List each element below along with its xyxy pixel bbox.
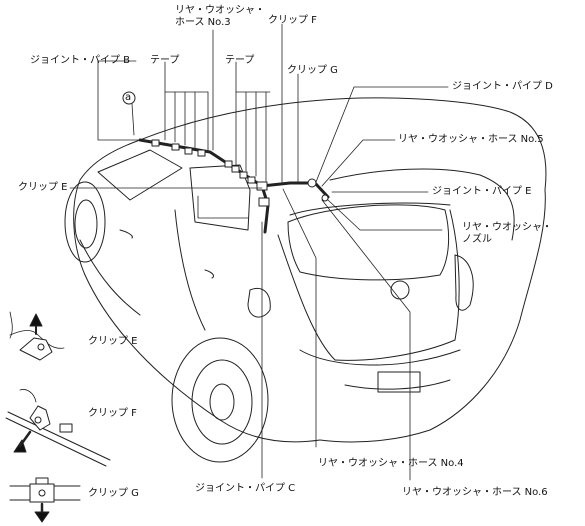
label-joint-pipe-c: ジョイント・パイプ C [195, 483, 296, 494]
rear-bumper [299, 349, 461, 390]
license-plate [377, 371, 421, 393]
label-inset-clip-f: クリップ F [88, 408, 137, 419]
hose-connectors [256, 178, 329, 207]
front-wheel [64, 181, 106, 263]
door-lines [79, 209, 215, 331]
label-tape-right: テープ [225, 55, 255, 66]
label-clip-f-top: クリップ F [268, 15, 317, 26]
label-rear-washer-hose-no5: リヤ・ウオッシャ・ホース No.5 [398, 134, 544, 145]
inset-clip-e [9, 311, 65, 361]
label-joint-pipe-b: ジョイント・パイプ B [30, 55, 131, 66]
label-clip-g-top: クリップ G [287, 65, 338, 76]
label-joint-pipe-d: ジョイント・パイプ D [452, 81, 553, 92]
inset-clip-f [5, 389, 111, 467]
callout-circle-a [122, 91, 136, 105]
label-rear-washer-hose-no6: リヤ・ウオッシャ・ホース No.6 [402, 487, 548, 498]
label-rear-washer-nozzle: リヤ・ウオッシャ・ ノズル [462, 222, 552, 245]
inset-clip-g [9, 477, 81, 523]
label-point-a: a [125, 92, 132, 103]
rear-wheel [171, 337, 269, 463]
label-clip-e: クリップ E [18, 182, 68, 193]
label-rear-washer-hose-no3: リヤ・ウオッシャ・ ホース No.3 [175, 5, 265, 28]
hose-tapes [151, 139, 256, 184]
rear-emblem [390, 280, 410, 300]
rear-window [287, 204, 450, 281]
tail-lamp-left [247, 287, 271, 318]
leader-lines [69, 23, 449, 481]
label-inset-clip-g: クリップ G [88, 488, 139, 499]
label-inset-clip-e: クリップ E [88, 336, 138, 347]
label-tape-left: テープ [150, 55, 180, 66]
label-rear-washer-hose-no4: リヤ・ウオッシャ・ホース No.4 [318, 458, 464, 469]
label-joint-pipe-e: ジョイント・パイプ E [432, 186, 532, 197]
tail-lamp-right [454, 254, 474, 311]
car-body-outline [73, 97, 547, 443]
